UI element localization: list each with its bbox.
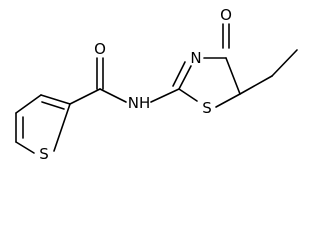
- thiazolone-ring: [172, 23, 241, 108]
- bond-c2-n3-double: [172, 61, 186, 87]
- bond-c2-c3-inner: [41, 101, 65, 110]
- ethyl-group: [239, 49, 298, 95]
- bond-c2-c3: [40, 94, 71, 105]
- atom-label-thiazolone-sulfur: S: [202, 99, 212, 117]
- bond-c5-s: [15, 141, 35, 154]
- atom-labels: O O N NH S S: [39, 6, 232, 163]
- atom-label-ring-carbonyl-oxygen: O: [220, 6, 232, 24]
- chemical-structure: O O N NH S S: [15, 6, 298, 163]
- bond-s1-c2: [178, 88, 198, 102]
- bond-c4-c5: [225, 57, 241, 95]
- atom-label-amide-oxygen: O: [94, 40, 106, 58]
- bond-s-c2: [53, 103, 71, 152]
- bond-n-c2-thiazolone: [150, 88, 180, 103]
- bond-c2-n3: [178, 65, 192, 90]
- bond-c5-ch2: [239, 75, 273, 95]
- atom-label-amide-nitrogen: NH: [128, 94, 151, 112]
- bond-carbonyl-n: [99, 88, 127, 103]
- bond-ch2-ch3: [271, 49, 298, 77]
- thiophene-ring: [15, 94, 71, 154]
- bond-c2-carbonyl: [69, 88, 101, 105]
- atom-label-thiophene-sulfur: S: [39, 145, 49, 163]
- amide-group: [69, 57, 180, 105]
- bond-c5-s1: [215, 93, 241, 108]
- atom-label-ring-nitrogen: N: [190, 49, 201, 67]
- bond-c3-c4: [15, 94, 42, 114]
